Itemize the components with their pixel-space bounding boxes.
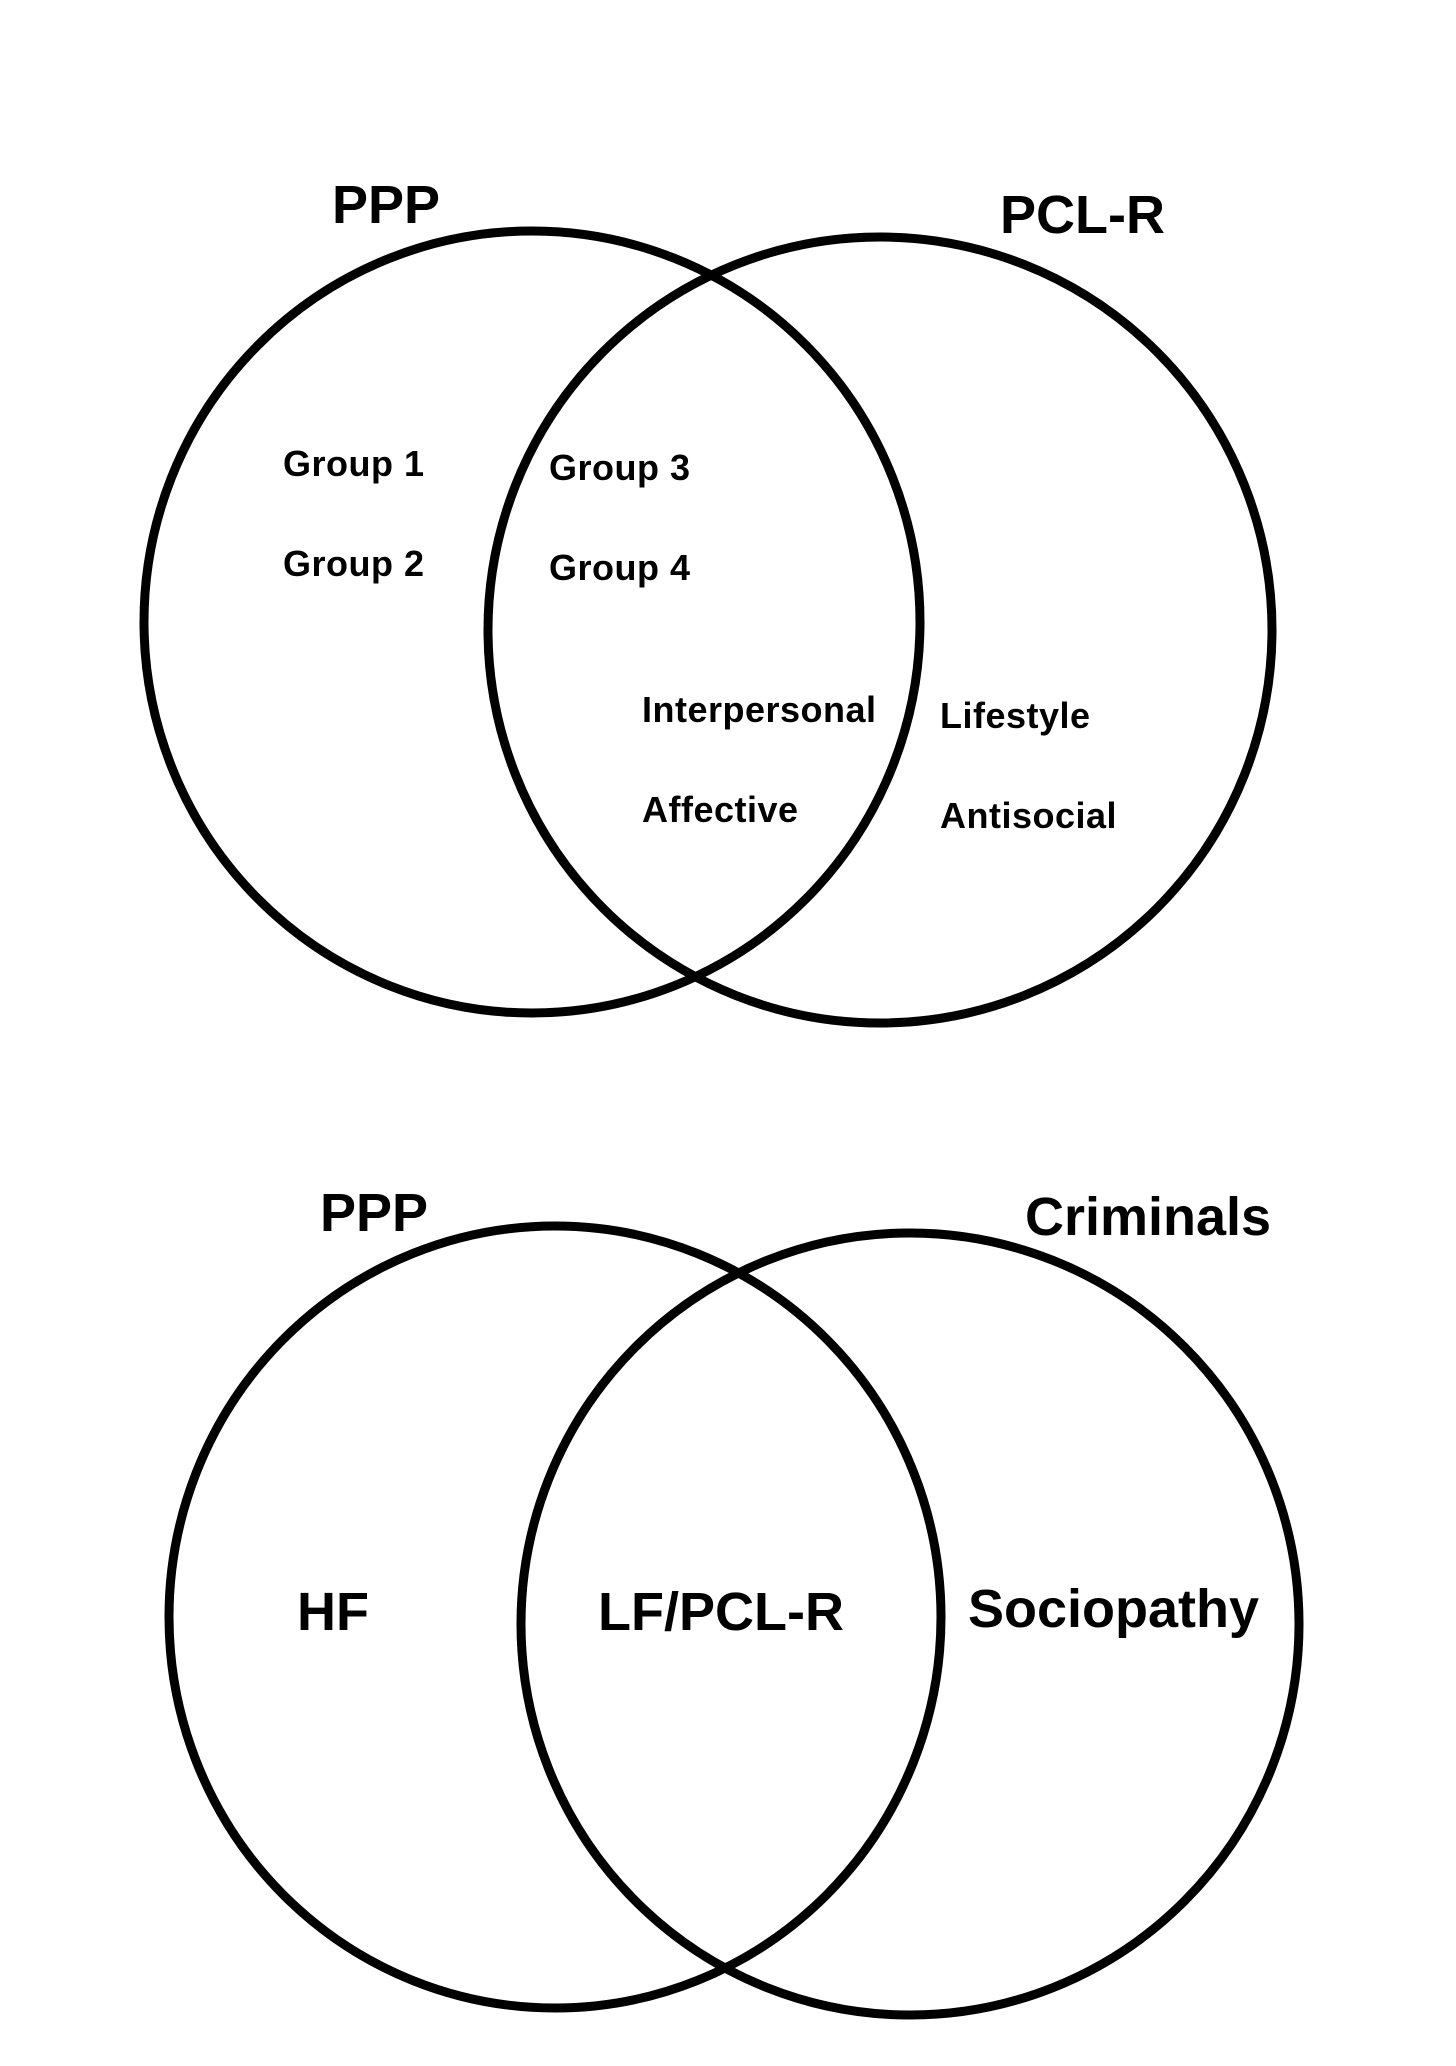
bottom-intersection-label: LF/PCL-R	[598, 1582, 844, 1642]
bottom-left-only-label: HF	[297, 1582, 369, 1642]
top-left-only-item: Group 1	[283, 443, 425, 484]
venn-diagram-top	[139, 226, 1277, 1028]
top-intersection-item: Group 3	[549, 447, 691, 488]
ppp-circle	[139, 226, 925, 1018]
top-right-set-title: PCL-R	[1000, 185, 1165, 245]
venn-diagram-bottom	[164, 1221, 1304, 2020]
top-left-set-title: PPP	[332, 175, 441, 235]
top-right-only-item: Antisocial	[940, 795, 1118, 836]
pcl-r-circle	[483, 232, 1277, 1028]
criminals-circle	[516, 1228, 1304, 2020]
top-left-only-item: Group 2	[283, 543, 425, 584]
bottom-right-only-label: Sociopathy	[968, 1579, 1260, 1639]
top-intersection-item: Interpersonal	[642, 689, 877, 730]
bottom-left-set-title: PPP	[320, 1183, 429, 1243]
top-intersection-item: Affective	[642, 789, 799, 830]
top-intersection-item: Group 4	[549, 547, 691, 588]
bottom-right-set-title: Criminals	[1025, 1187, 1272, 1247]
ppp-circle	[164, 1221, 946, 2013]
top-right-only-item: Lifestyle	[940, 695, 1091, 736]
